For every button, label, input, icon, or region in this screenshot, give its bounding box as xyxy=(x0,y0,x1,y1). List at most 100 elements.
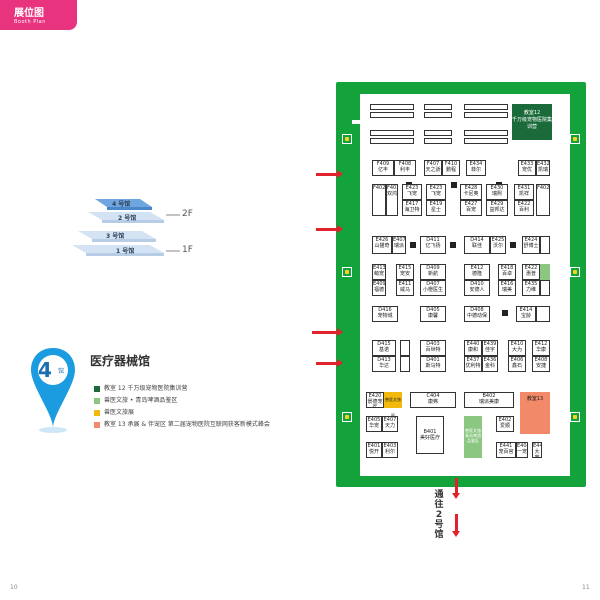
hall-title: 医疗器械馆 xyxy=(90,354,151,368)
hall-number: 4 xyxy=(38,358,52,382)
page-number-left: 10 xyxy=(10,584,18,591)
floor-label-hall1: 1 号馆 xyxy=(116,248,135,255)
legend-label: 教室 13 承展 & 伴宠区 第二届宠物医院互联网获客新模式峰会 xyxy=(104,421,270,428)
pillar xyxy=(450,242,456,248)
booth: F402 xyxy=(372,184,386,216)
booth xyxy=(540,280,550,296)
floor-stack-graphic xyxy=(72,199,180,256)
classroom-13: 教室13 xyxy=(520,392,550,434)
floor-label-hall3: 3 号馆 xyxy=(106,233,125,240)
floor-label-hall2: 2 号馆 xyxy=(118,215,137,222)
legend-swatch xyxy=(94,409,100,416)
restroom-icon xyxy=(570,267,580,277)
exit-label: 通往2号馆 xyxy=(434,490,444,540)
classroom-12: 教室12 千万级宠物医院集训营 xyxy=(512,104,552,140)
legend-item: 兽医文旅 • 青岛啤酒品鉴区 xyxy=(94,395,177,404)
section-title: 展位图 xyxy=(14,8,44,19)
legend-item: 教室 13 承展 & 伴宠区 第二届宠物医院互联网获客新模式峰会 xyxy=(94,419,270,428)
hall-pin: 4 馆 xyxy=(28,344,78,434)
legend-label: 教室 12 千万级宠物医院集训营 xyxy=(104,385,188,392)
restroom-icon xyxy=(570,412,580,422)
level-label-2f: 2F xyxy=(182,209,193,219)
restroom-icon xyxy=(342,267,352,277)
booth: F403双鸿 xyxy=(386,184,398,216)
legend-swatch xyxy=(94,397,100,404)
level-label-1f: 1F xyxy=(182,245,193,255)
entrance-arrow xyxy=(316,225,343,233)
booth xyxy=(400,340,410,356)
booth: E404一宠 xyxy=(516,442,528,458)
floor-stack: 4 号馆 2 号馆 3 号馆 1 号馆 2F 1F xyxy=(70,185,193,275)
pillar xyxy=(502,310,508,316)
booth: F402 xyxy=(536,184,550,216)
legend-swatch xyxy=(94,421,100,428)
legend-label: 兽医文旅 • 青岛啤酒品鉴区 xyxy=(104,397,178,404)
floor-label-hall4: 4 号馆 xyxy=(112,201,131,208)
booth-row xyxy=(464,130,508,136)
booth xyxy=(400,356,410,372)
booth xyxy=(540,236,550,254)
entrance-arrow xyxy=(316,170,343,178)
booth-row xyxy=(424,104,452,110)
entrance-arrow xyxy=(312,328,343,336)
page-number-right: 11 xyxy=(582,584,590,591)
entrance-arrow xyxy=(316,359,343,367)
section-tab: 展位图 Booth Plan xyxy=(0,0,77,30)
booth-row xyxy=(370,130,414,136)
beer-area: 兽医文旅 青岛啤酒品鉴区 xyxy=(464,416,482,458)
booth-row xyxy=(464,112,508,118)
booth-row xyxy=(424,112,452,118)
booth-row xyxy=(464,104,508,110)
booth-row xyxy=(370,138,414,144)
restroom-icon xyxy=(342,134,352,144)
pillar xyxy=(510,242,516,248)
booth xyxy=(536,306,550,322)
exit-arrow xyxy=(452,478,460,499)
location-pin-icon xyxy=(31,348,75,433)
exit-arrow xyxy=(452,514,460,537)
hall-unit: 馆 xyxy=(58,368,65,375)
booth-row xyxy=(370,104,414,110)
pillar xyxy=(451,182,457,188)
